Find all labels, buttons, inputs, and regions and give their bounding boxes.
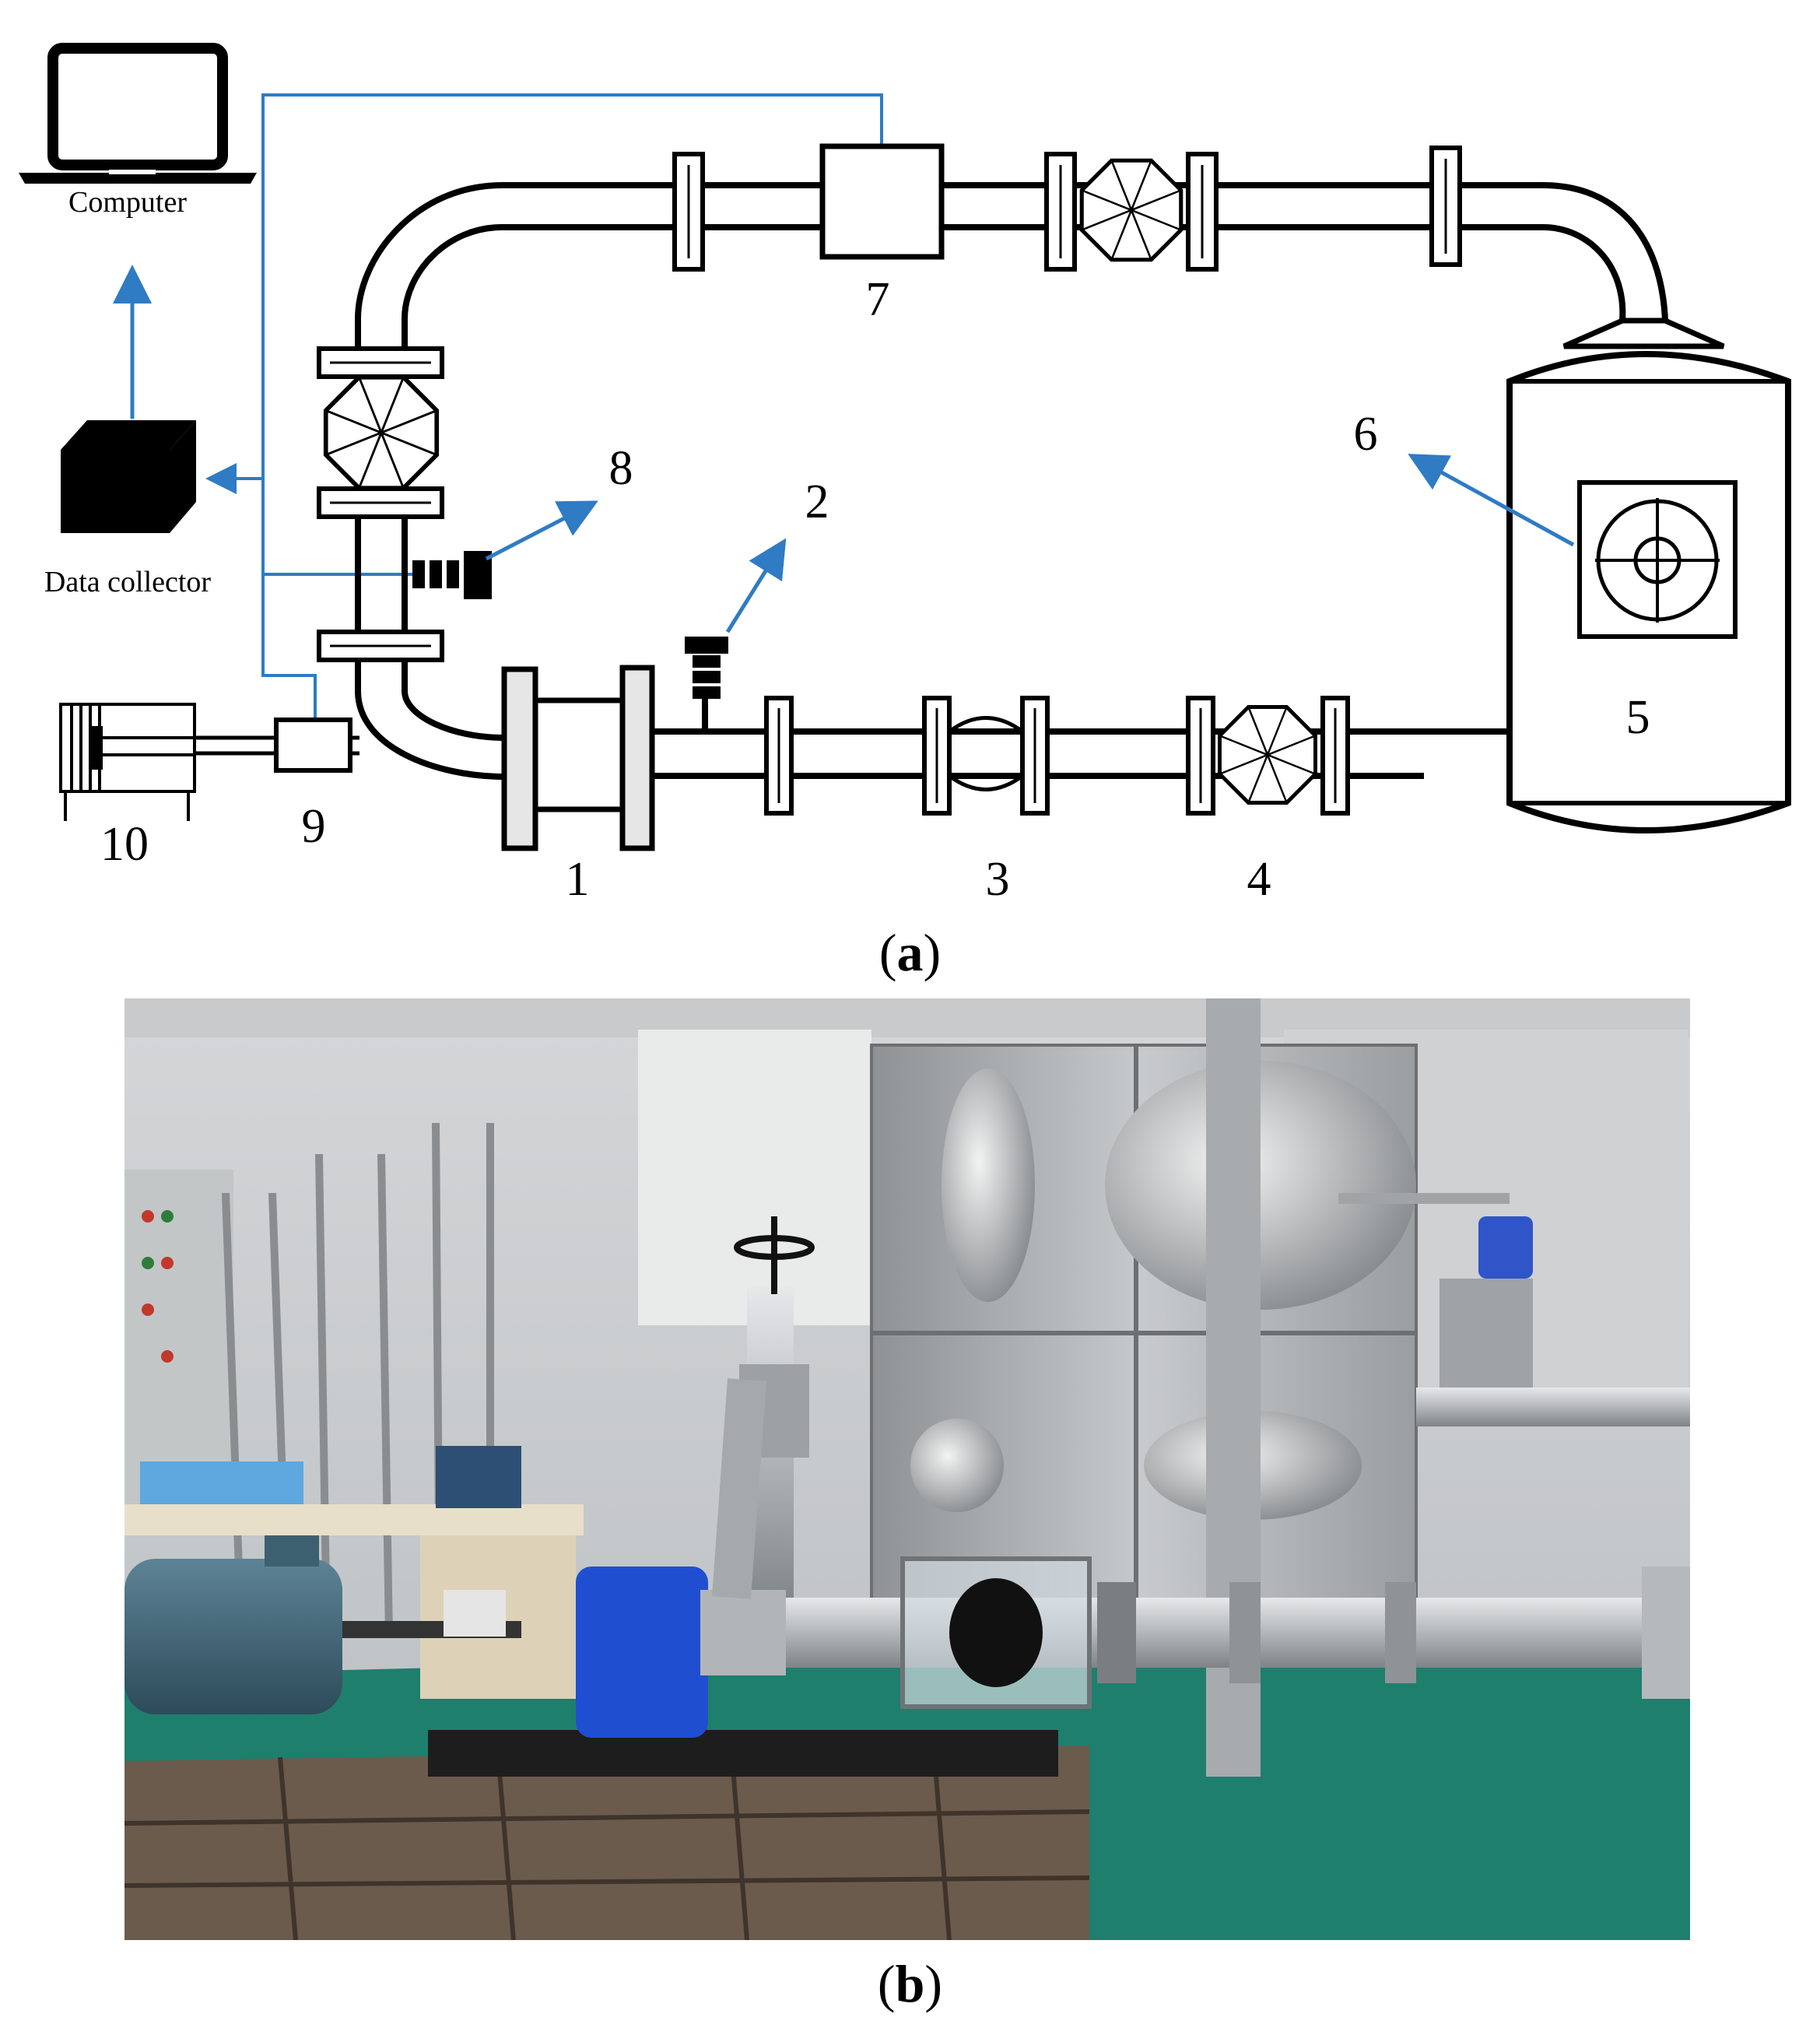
schematic-diagram: Computer Data collector: [19, 43, 1791, 906]
label-1: 1: [566, 853, 590, 906]
left-valve-icon: [326, 377, 437, 489]
sensor-2-arrow: [725, 538, 787, 633]
label-6: 6: [1354, 408, 1378, 461]
tank: [1506, 318, 1791, 833]
data-collector-label: Data collector: [44, 566, 212, 598]
camera-arrow: [1408, 454, 1575, 547]
signal-wiring: [205, 93, 883, 720]
lab-photo-illustration: [124, 998, 1690, 1940]
caption-a: (a): [878, 923, 942, 982]
observation-window-icon: [1577, 480, 1738, 639]
caption-b: (b): [877, 1954, 943, 2013]
lab-photo: [124, 998, 1690, 1940]
computer-icon: [19, 43, 257, 184]
label-5: 5: [1626, 691, 1650, 744]
flowmeter-box: [819, 143, 945, 260]
transparent-section: [948, 716, 1024, 791]
bottom-valve-icon: [1220, 707, 1316, 803]
top-pipe-flanges: [672, 146, 1462, 272]
label-4: 4: [1247, 853, 1271, 906]
data-collector-icon: [61, 420, 196, 533]
pressure-sensor-2-icon: [685, 637, 728, 732]
label-10: 10: [100, 818, 149, 871]
pressure-sensor-8-icon: [412, 551, 492, 599]
label-8: 8: [609, 442, 633, 495]
label-7: 7: [866, 273, 890, 326]
label-9: 9: [302, 800, 326, 853]
pump-unit: [501, 665, 655, 851]
label-2: 2: [805, 475, 829, 528]
pipe-loop: [355, 182, 1668, 780]
torque-meter-box: [274, 718, 352, 773]
motor-icon: [59, 703, 196, 821]
sensor-8-arrow: [485, 500, 598, 561]
computer-label: Computer: [68, 186, 187, 219]
top-valve-icon: [1082, 160, 1181, 260]
bottom-pipe-flanges: [764, 696, 1350, 816]
label-3: 3: [986, 853, 1010, 906]
